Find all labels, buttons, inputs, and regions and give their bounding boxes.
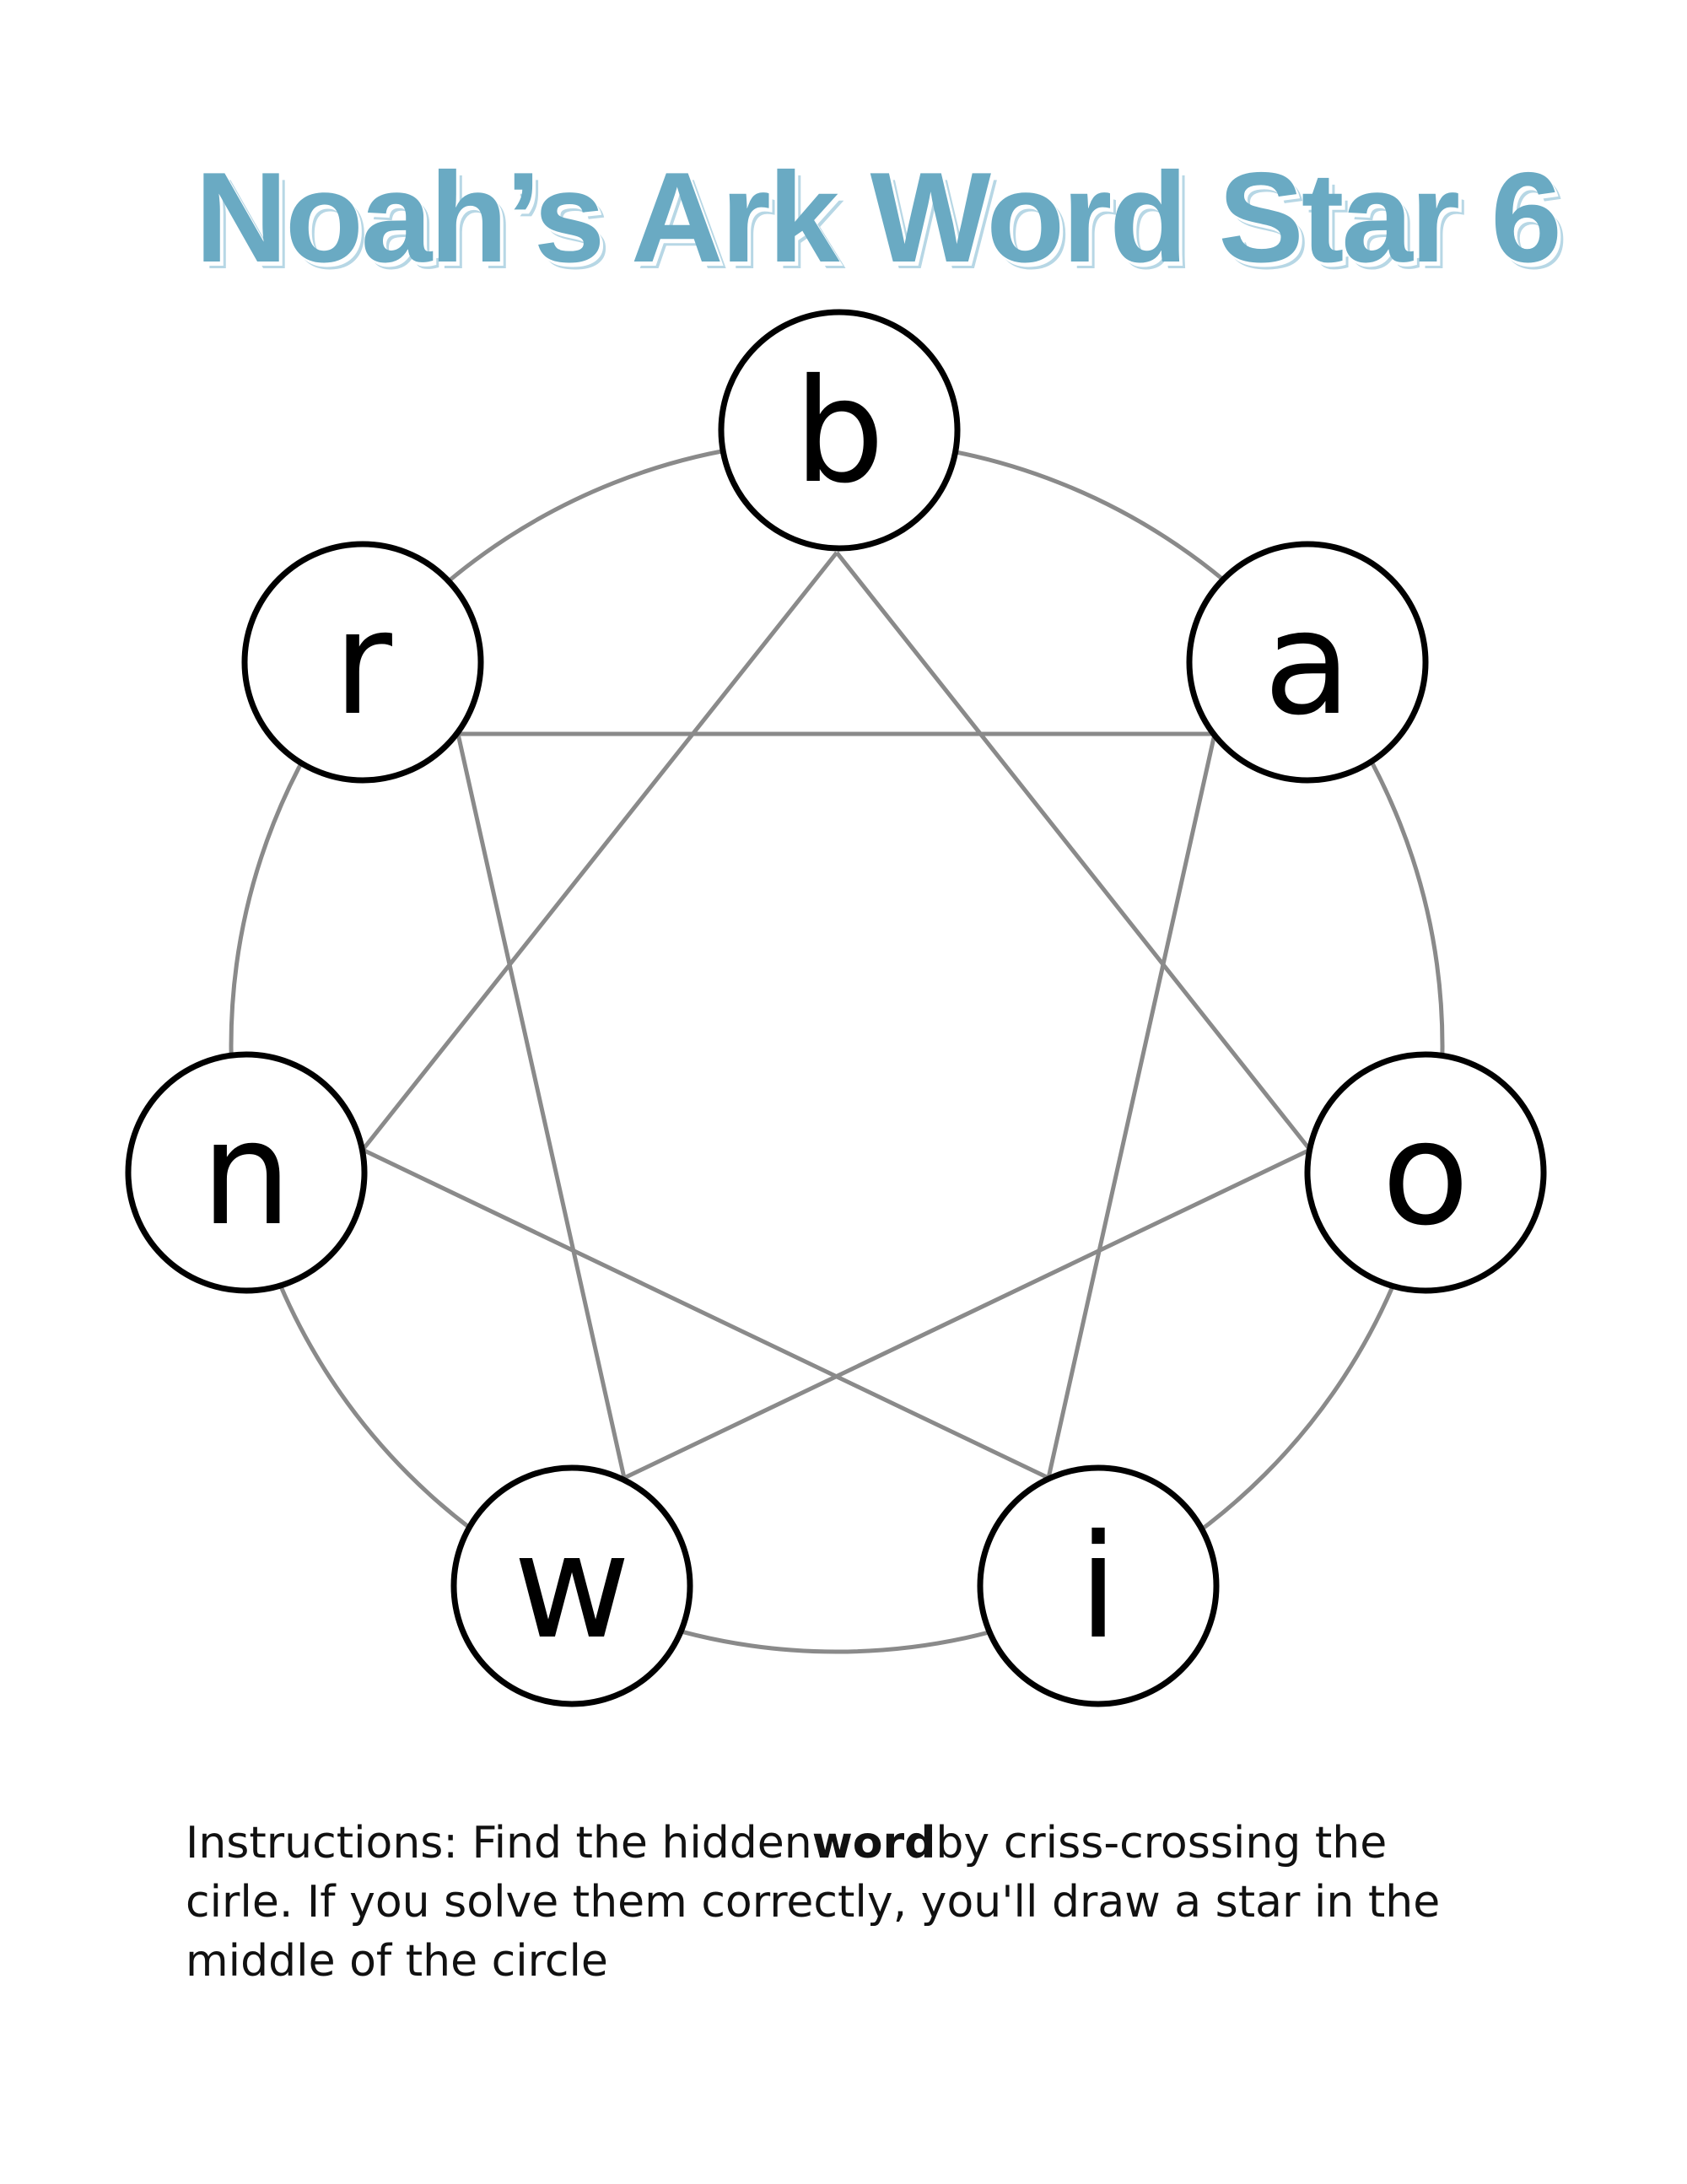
instructions-bold-word: word (811, 1818, 936, 1869)
letter-node-5: w (450, 1464, 693, 1707)
letter-node-text: o (1382, 1091, 1469, 1258)
letter-node-circle (718, 309, 961, 552)
letter-node-circle (241, 541, 484, 784)
letter-node-3: o (1304, 1051, 1547, 1294)
instructions-text: Instructions: Find the hiddenwordby cris… (186, 1814, 1501, 1991)
letter-node-circle (125, 1051, 368, 1294)
letter-node-6: n (125, 1051, 368, 1294)
instructions-after: by criss-crossing the cirle. If you solv… (186, 1818, 1441, 1987)
letter-node-text: w (513, 1504, 630, 1671)
star-line-5 (455, 733, 627, 1479)
letter-node-circle (1186, 541, 1429, 784)
letter-node-text: i (1078, 1504, 1118, 1671)
letter-node-circle (450, 1464, 693, 1707)
star-line-2 (1046, 733, 1217, 1479)
instructions-before: Instructions: Find the hidden (186, 1818, 812, 1869)
letter-node-text: n (201, 1091, 292, 1258)
letter-node-7: r (241, 541, 484, 784)
page-title-text: Noah’s Ark Word Star 6 (195, 146, 1562, 289)
star-lines (361, 551, 1312, 1480)
letter-node-text: b (794, 348, 885, 515)
star-line-1 (835, 551, 1312, 1151)
letter-node-2: a (1186, 541, 1429, 784)
letter-node-4: i (977, 1464, 1220, 1707)
star-line-3 (623, 1147, 1312, 1480)
letter-node-circle (1304, 1051, 1547, 1294)
letter-node-circle (977, 1464, 1220, 1707)
star-line-4 (361, 1147, 1050, 1480)
letter-node-text: r (333, 580, 392, 747)
page-title: Noah’s Ark Word Star 6 (0, 154, 1687, 282)
letter-node-text: a (1264, 580, 1351, 747)
letter-node-1: b (718, 309, 961, 552)
letter-nodes: b a o i w n r (125, 309, 1547, 1707)
star-line-6 (361, 551, 838, 1151)
